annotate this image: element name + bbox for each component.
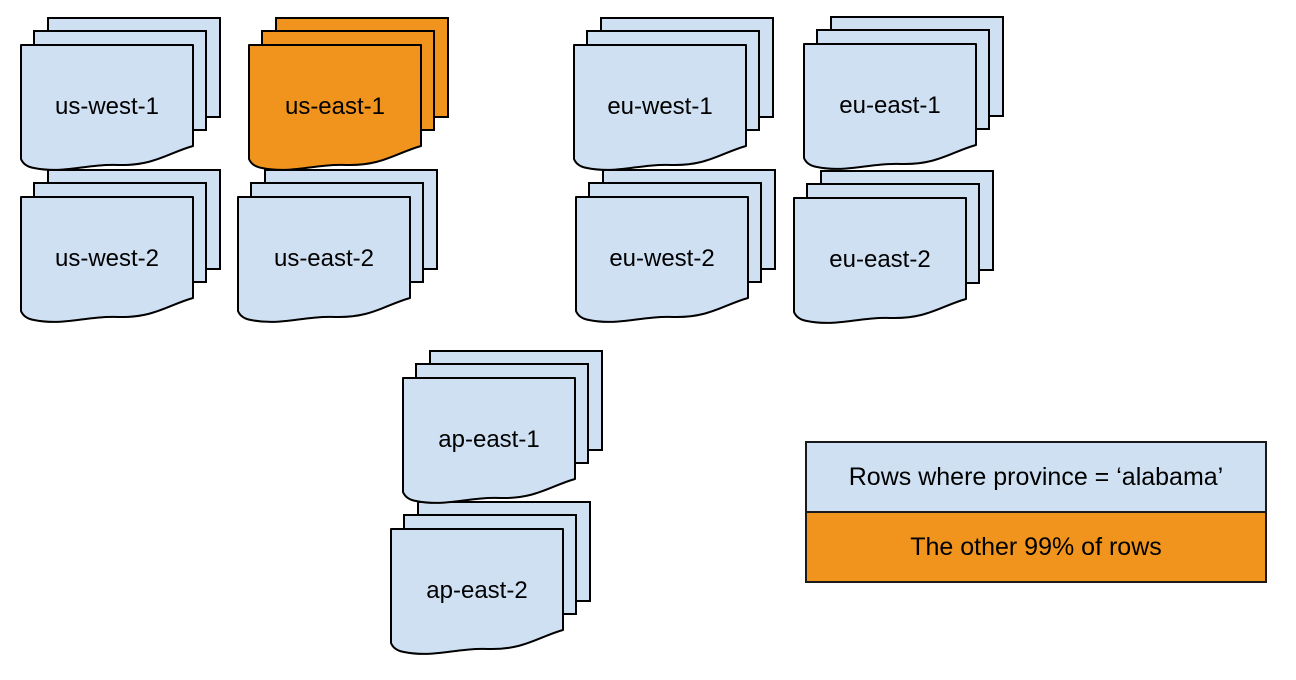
document-shape-icon (803, 43, 977, 170)
region-doc-stack-us-west-2: us-west-2 (20, 169, 221, 327)
region-label: ap-east-1 (438, 425, 540, 453)
document-shape-icon (575, 196, 749, 323)
region-label: us-west-1 (54, 92, 160, 120)
region-doc-stack-us-east-2: us-east-2 (237, 169, 438, 327)
region-doc-stack-eu-east-1: eu-east-1 (803, 16, 1004, 174)
region-label: eu-west-1 (607, 92, 713, 120)
region-doc-stack-us-west-1: us-west-1 (20, 17, 221, 175)
document-shape-icon (237, 196, 411, 323)
region-doc-stack-eu-east-2: eu-east-2 (793, 170, 994, 328)
region-label: us-west-2 (54, 244, 160, 272)
document-shape-icon (20, 196, 194, 323)
region-doc-stack-eu-west-1: eu-west-1 (573, 17, 774, 175)
document-shape-icon (248, 44, 422, 171)
region-label: eu-east-2 (829, 245, 931, 273)
region-label: eu-east-1 (839, 91, 941, 119)
document-shape-icon (573, 44, 747, 171)
region-doc-stack-us-east-1: us-east-1 (248, 17, 449, 175)
document-shape-icon (793, 197, 967, 324)
region-label: us-east-1 (284, 92, 386, 120)
legend: Rows where province = ‘alabama’ The othe… (805, 441, 1267, 583)
document-shape-icon (390, 528, 564, 655)
legend-item: Rows where province = ‘alabama’ (807, 443, 1265, 511)
legend-item-label: Rows where province = ‘alabama’ (848, 462, 1224, 491)
legend-item-label: The other 99% of rows (910, 532, 1162, 561)
region-label: eu-west-2 (609, 244, 715, 272)
region-doc-stack-ap-east-1: ap-east-1 (402, 350, 603, 508)
document-shape-icon (402, 377, 576, 504)
legend-item: The other 99% of rows (807, 511, 1265, 581)
region-label: ap-east-2 (426, 576, 528, 604)
region-label: us-east-2 (273, 244, 375, 272)
region-doc-stack-ap-east-2: ap-east-2 (390, 501, 591, 659)
region-doc-stack-eu-west-2: eu-west-2 (575, 169, 776, 327)
document-shape-icon (20, 44, 194, 171)
